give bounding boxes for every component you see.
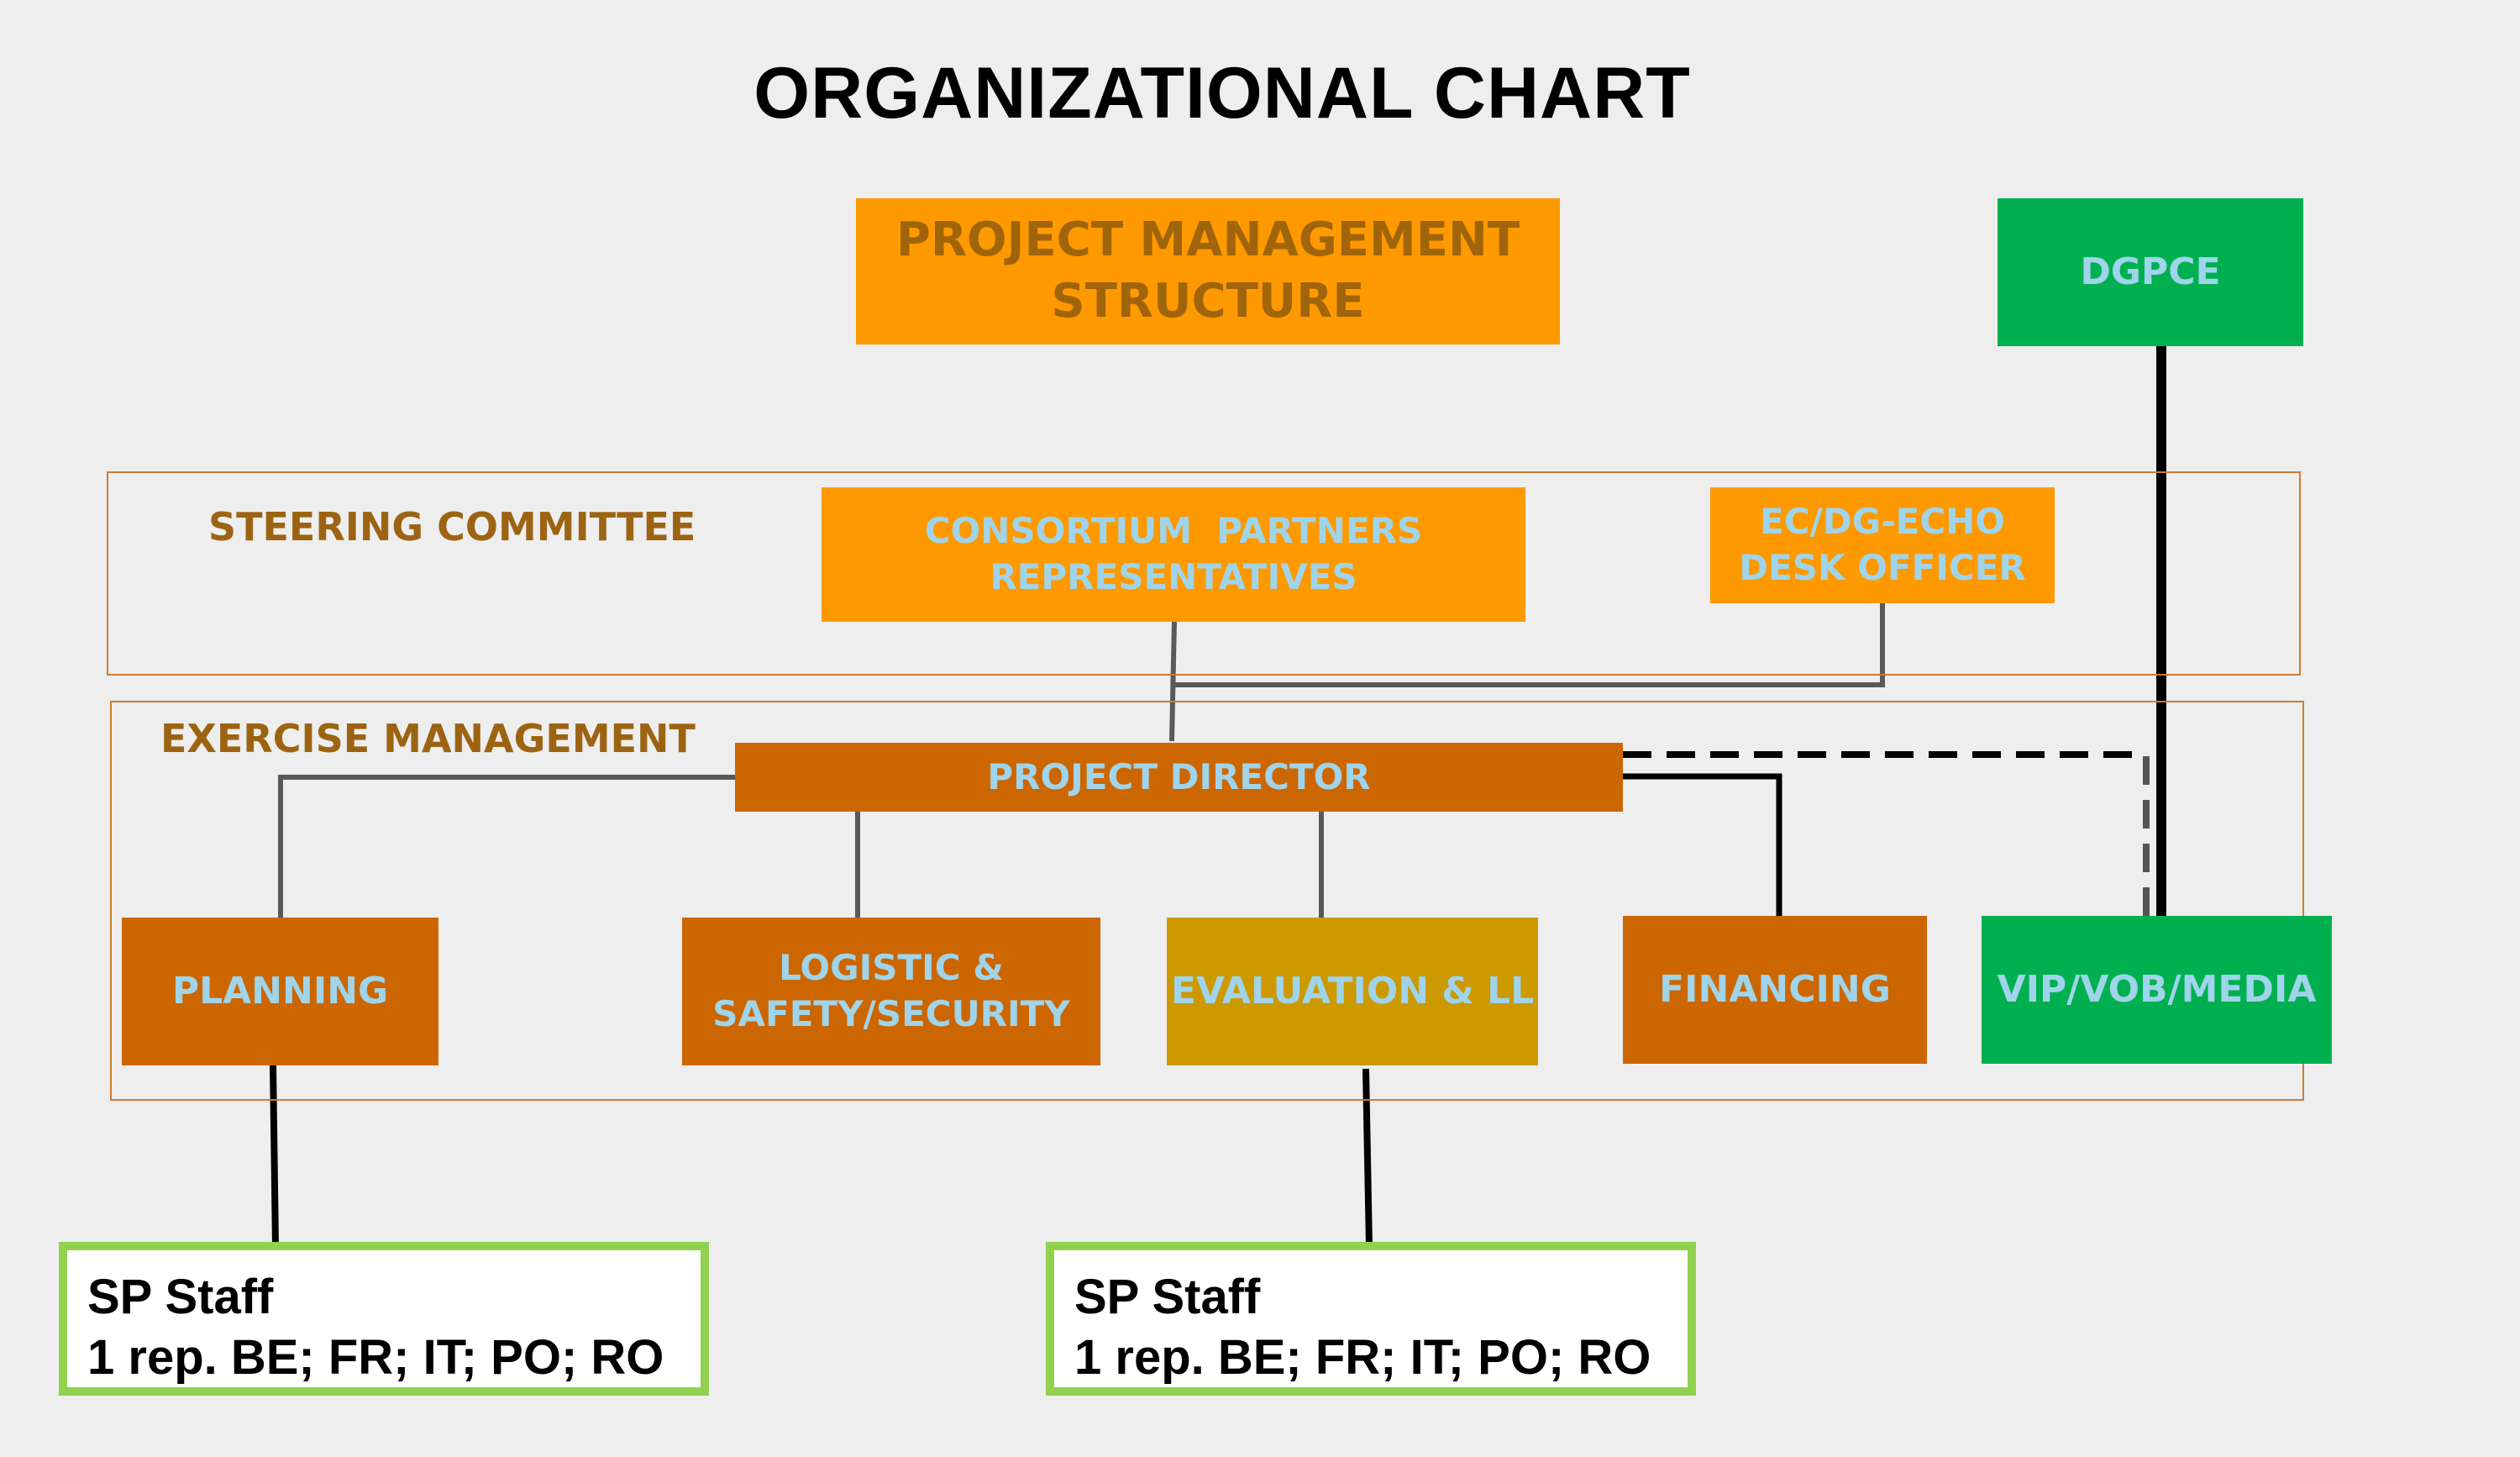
- dgpce-box: DGPCE: [1998, 198, 2303, 346]
- project-director-label: PROJECT DIRECTOR: [987, 755, 1371, 797]
- exercise-management-label: EXERCISE MANAGEMENT: [160, 716, 696, 761]
- pms-line2: STRUCTURE: [1051, 274, 1365, 329]
- connector-desk-officer-director: [1173, 603, 1885, 687]
- consortium-line2: REPRESENTATIVES: [990, 556, 1357, 597]
- project-management-structure-box: PROJECT MANAGEMENT STRUCTURE: [856, 198, 1560, 345]
- sp-staff-title: SP Staff: [87, 1270, 274, 1324]
- desk-officer-line2: DESK OFFICER: [1739, 547, 2026, 588]
- evaluation-box: EVALUATION & LL: [1167, 918, 1538, 1065]
- connector-planning-staff: [270, 1065, 279, 1248]
- vip-label: VIP/VOB/MEDIA: [1997, 968, 2317, 1012]
- consortium-line1: CONSORTIUM PARTNERS: [924, 510, 1423, 552]
- connector-director-financing: [1623, 773, 1782, 916]
- logistic-line2: SAFETY/SECURITY: [712, 993, 1070, 1034]
- sp-staff-box-planning: SP Staff 1 rep. BE; FR; IT; PO; RO: [59, 1242, 709, 1396]
- planning-box: PLANNING: [122, 918, 438, 1065]
- connector-consortium-director: [1169, 621, 1177, 742]
- steering-committee-section: [107, 471, 2301, 676]
- financing-label: FINANCING: [1659, 968, 1891, 1012]
- consortium-partners-box: CONSORTIUM PARTNERS REPRESENTATIVES: [822, 487, 1525, 622]
- vip-vob-media-box: VIP/VOB/MEDIA: [1982, 916, 2332, 1064]
- desk-officer-box: EC/DG-ECHO DESK OFFICER: [1710, 487, 2055, 603]
- sp-staff-reps: 1 rep. BE; FR; IT; PO; RO: [1074, 1329, 1651, 1385]
- logistic-safety-box: LOGISTIC & SAFETY/SECURITY: [682, 918, 1100, 1065]
- pms-line1: PROJECT MANAGEMENT: [895, 213, 1520, 268]
- sp-staff-box-evaluation: SP Staff 1 rep. BE; FR; IT; PO; RO: [1046, 1242, 1696, 1396]
- dgpce-label: DGPCE: [2080, 250, 2221, 294]
- project-director-box: PROJECT DIRECTOR: [735, 743, 1623, 812]
- page-title: ORGANIZATIONAL CHART: [753, 53, 1691, 134]
- sp-staff-reps: 1 rep. BE; FR; IT; PO; RO: [87, 1329, 664, 1385]
- sp-staff-title: SP Staff: [1074, 1270, 1261, 1324]
- planning-label: PLANNING: [171, 970, 389, 1013]
- logistic-line1: LOGISTIC &: [779, 947, 1004, 989]
- exercise-management-section: [110, 701, 2304, 1101]
- steering-committee-label: STEERING COMMITTEE: [208, 504, 696, 550]
- desk-officer-line1: EC/DG-ECHO: [1760, 501, 2005, 543]
- connector-evaluation-staff: [1362, 1068, 1373, 1248]
- connector-director-planning: [278, 775, 735, 918]
- evaluation-label: EVALUATION & LL: [1170, 970, 1535, 1013]
- financing-box: FINANCING: [1623, 916, 1927, 1064]
